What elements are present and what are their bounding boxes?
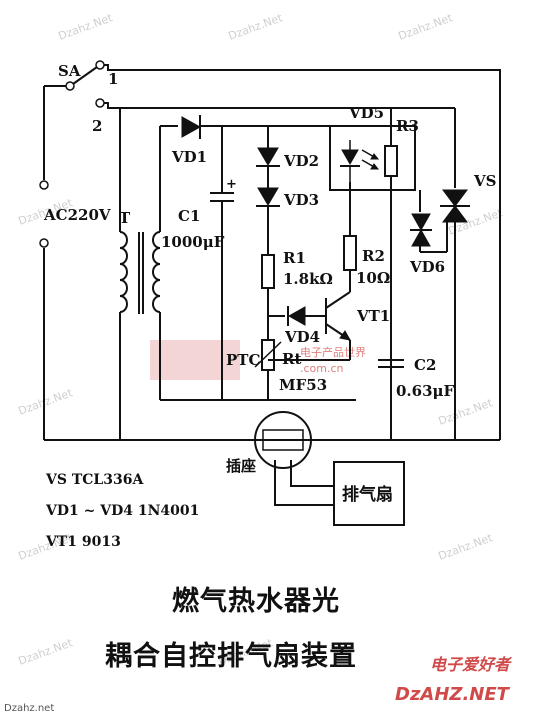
parts-list-item: VS TCL336A [45,472,144,488]
watermark-text: Dzahz.Net [17,636,75,668]
switch-blade [72,66,98,85]
optocoupler-vd5 [329,125,416,191]
label-sa: SA [58,62,81,80]
label-switch-pos1: 1 [108,70,118,88]
label-vd1: VD1 [171,148,207,166]
socket [254,411,312,469]
label-ptc: PTC [226,351,260,369]
label-c2-value: 0.63μF [396,382,455,400]
label-socket: 插座 [226,457,256,475]
resistor-r2 [343,235,357,271]
parts-list-item: VT1 9013 [45,534,121,550]
label-r2-value: 10Ω [356,269,390,287]
label-r1-value: 1.8kΩ [283,270,333,288]
label-vd6: VD6 [409,258,445,276]
exhaust-fan-box [333,461,405,526]
label-c2: C2 [414,356,436,374]
diode-vd1 [181,115,202,139]
label-c1-plus: + [226,177,237,192]
watermark-logo: DzAHZ.NET [395,684,511,705]
watermark-mid-logo: 电子产品世界 [300,345,366,359]
switch-contact-2 [95,98,105,108]
labels: SA 1 2 AC220V T VD1 + C1 1000μF VD2 VD3 … [43,62,496,505]
label-mf53: MF53 [279,376,327,394]
label-vs: VS [473,172,496,190]
watermark-text: Dzahz.Net [437,396,495,428]
label-c1: C1 [178,207,200,225]
watermark-layer: Dzahz.Net Dzahz.Net Dzahz.Net Dzahz.Net … [17,11,505,668]
label-vd3: VD3 [283,191,319,209]
label-vd4: VD4 [284,328,320,346]
label-r1: R1 [283,249,306,267]
diode-vd3 [256,187,280,207]
label-vd2: VD2 [283,152,319,170]
photoresistor-r3 [384,145,398,177]
watermark-text: Dzahz.Net [227,11,285,43]
label-c1-value: 1000μF [161,233,225,251]
diagram-title: 燃气热水器光 耦合自控排气扇装置 [105,586,357,672]
watermark-site: Dzahz.net [4,703,54,714]
watermark-logo-block [150,340,240,380]
label-rt: Rt [282,350,301,368]
label-fan: 排气扇 [342,484,393,505]
watermark-text: Dzahz.Net [17,386,75,418]
diode-vd6 [410,213,432,247]
label-vt1: VT1 [356,307,390,325]
resistor-r1 [261,254,275,289]
label-vd5: VD5 [348,104,384,122]
label-r2: R2 [362,247,385,265]
parts-list-item: VD1 ~ VD4 1N4001 [45,503,199,519]
watermark-mid-site: .com.cn [300,362,344,375]
diode-vd4 [287,306,306,326]
watermark-logo-cn: 电子爱好者 [430,655,513,674]
watermark-text: Dzahz.Net [397,11,455,43]
title-line-2: 耦合自控排气扇装置 [105,640,357,672]
transformer-primary-coil [119,231,128,313]
label-transformer: T [119,209,131,227]
title-line-1: 燃气热水器光 [172,586,340,617]
ac-terminal-bottom [39,238,49,248]
transistor-vt1 [325,291,351,341]
parts-list: VS TCL336A VD1 ~ VD4 1N4001 VT1 9013 [45,472,199,550]
wiring [39,60,501,526]
label-ac220v: AC220V [43,206,111,224]
transformer-secondary-coil [152,231,161,313]
watermark-text: Dzahz.Net [437,531,495,563]
diode-vd2 [256,147,280,167]
label-r3: R3 [396,117,419,135]
ac-terminal-top [39,180,49,190]
watermark-text: Dzahz.Net [57,11,115,43]
bottom-watermark: Dzahz.net 电子爱好者 DzAHZ.NET [4,655,513,714]
label-switch-pos2: 2 [92,117,102,135]
